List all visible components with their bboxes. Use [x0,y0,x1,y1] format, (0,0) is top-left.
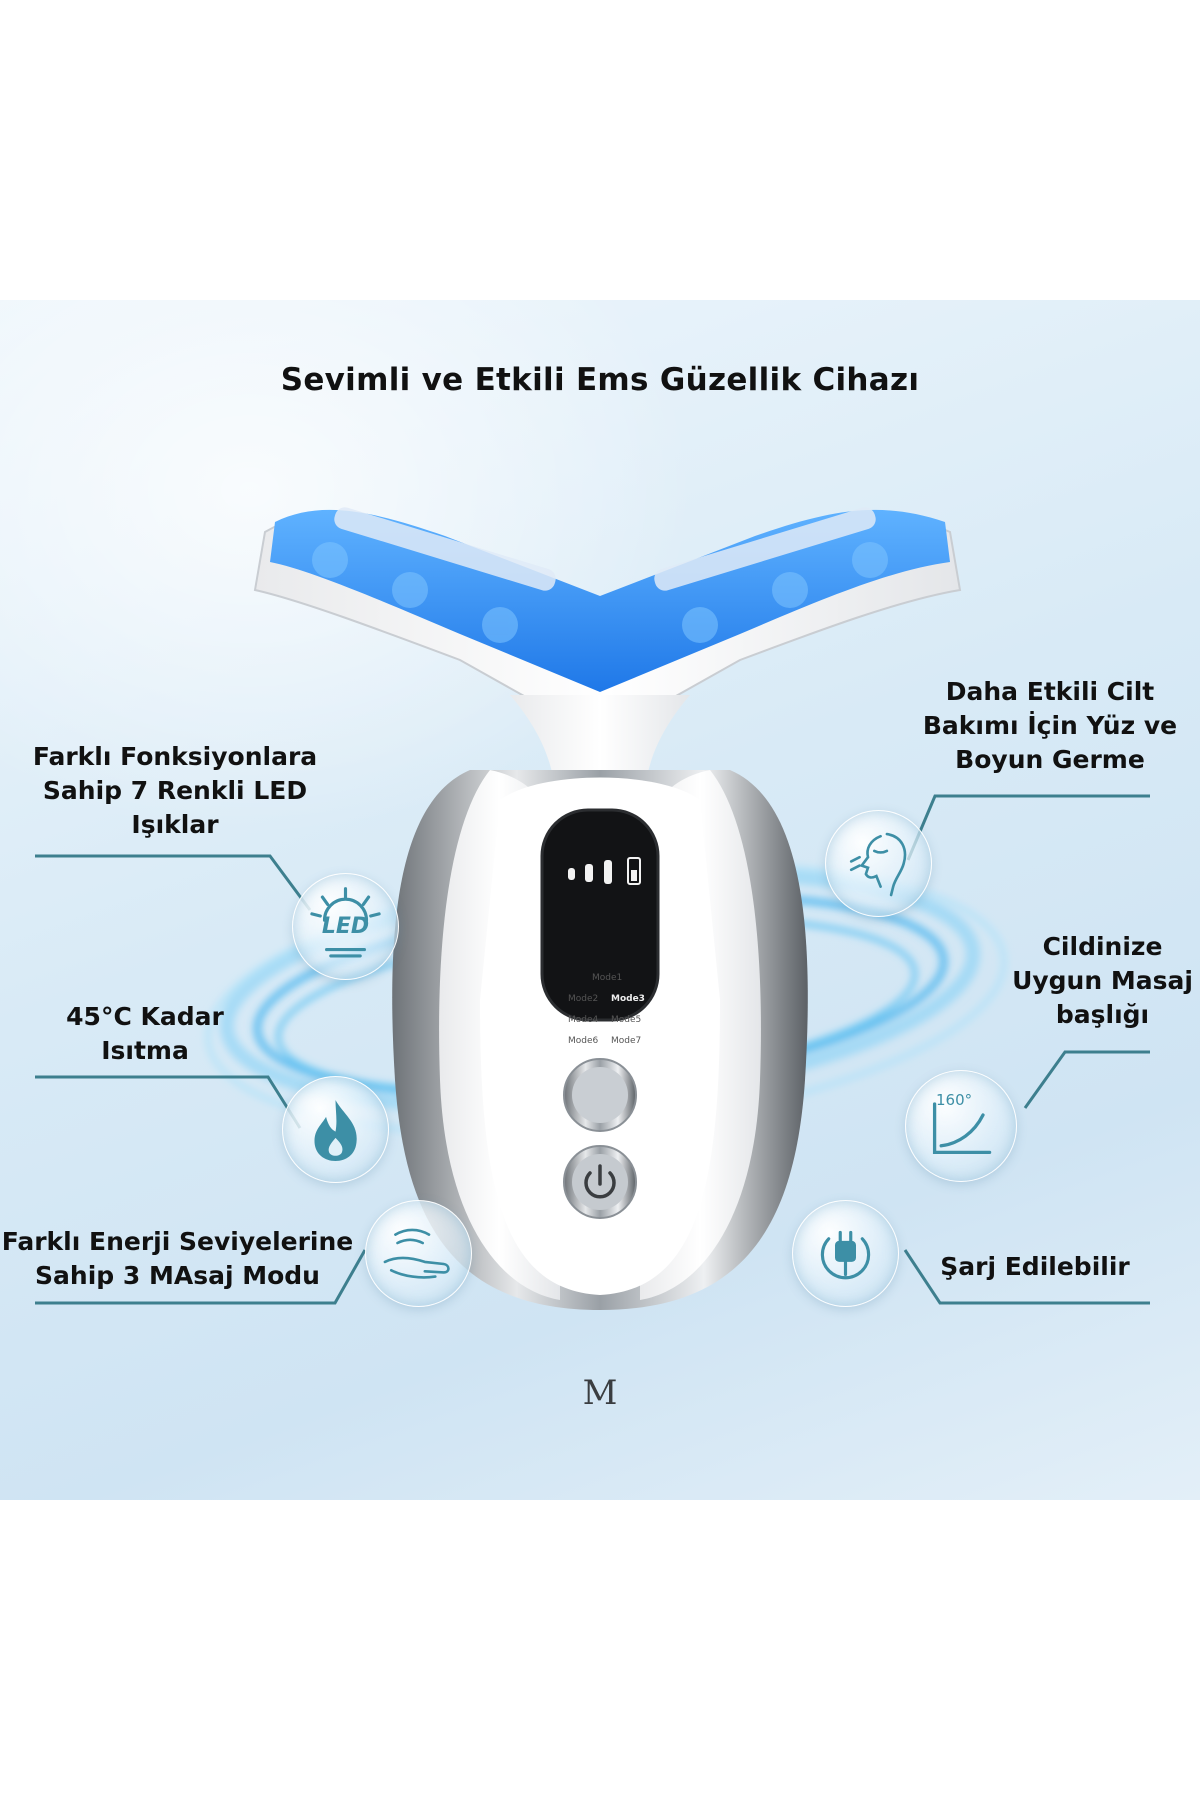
lcd-mode-2: Mode2 [568,994,599,1004]
feature-massage-label: Farklı Enerji Seviyelerine Sahip 3 MAsaj… [1,1227,354,1290]
led-icon-text: LED [321,914,370,939]
plug-icon [792,1200,899,1307]
hand-wave-icon [365,1200,472,1307]
page-title: Sevimli ve Etkili Ems Güzellik Cihazı [280,362,920,398]
lcd-mode-1: Mode1 [592,973,623,983]
product-panel: Mode1 Mode2 Mode3 Mode4 Mode5 Mode6 Mode… [0,300,1200,1500]
feature-led-label: Farklı Fonksiyonlara Sahip 7 Renkli LED … [32,742,318,839]
lcd-mode-7: Mode7 [611,1036,642,1046]
angle-160-icon: 160° [905,1070,1017,1182]
feature-lift-label: Daha Etkili Cilt Bakımı İçin Yüz ve Boyu… [922,677,1178,774]
mode-button-label: M [582,1373,618,1413]
feature-charge-label: Şarj Edilebilir [940,1252,1130,1281]
feature-head-label: Cildinize Uygun Masaj başlığı [1012,932,1193,1029]
flame-icon [282,1076,389,1183]
leader-lines [35,794,1150,1305]
led-lamp-icon: LED [292,873,399,980]
lcd-mode-4: Mode4 [568,1015,599,1025]
lcd-mode-6: Mode6 [568,1036,599,1046]
angle-icon-text: 160° [936,1091,973,1109]
feature-heat-label: 45°C Kadar Isıtma [66,1002,224,1065]
face-profile-icon [825,810,932,917]
lcd-mode-3: Mode3 [611,994,645,1004]
ems-device [253,507,962,1310]
lcd-mode-5: Mode5 [611,1015,642,1025]
